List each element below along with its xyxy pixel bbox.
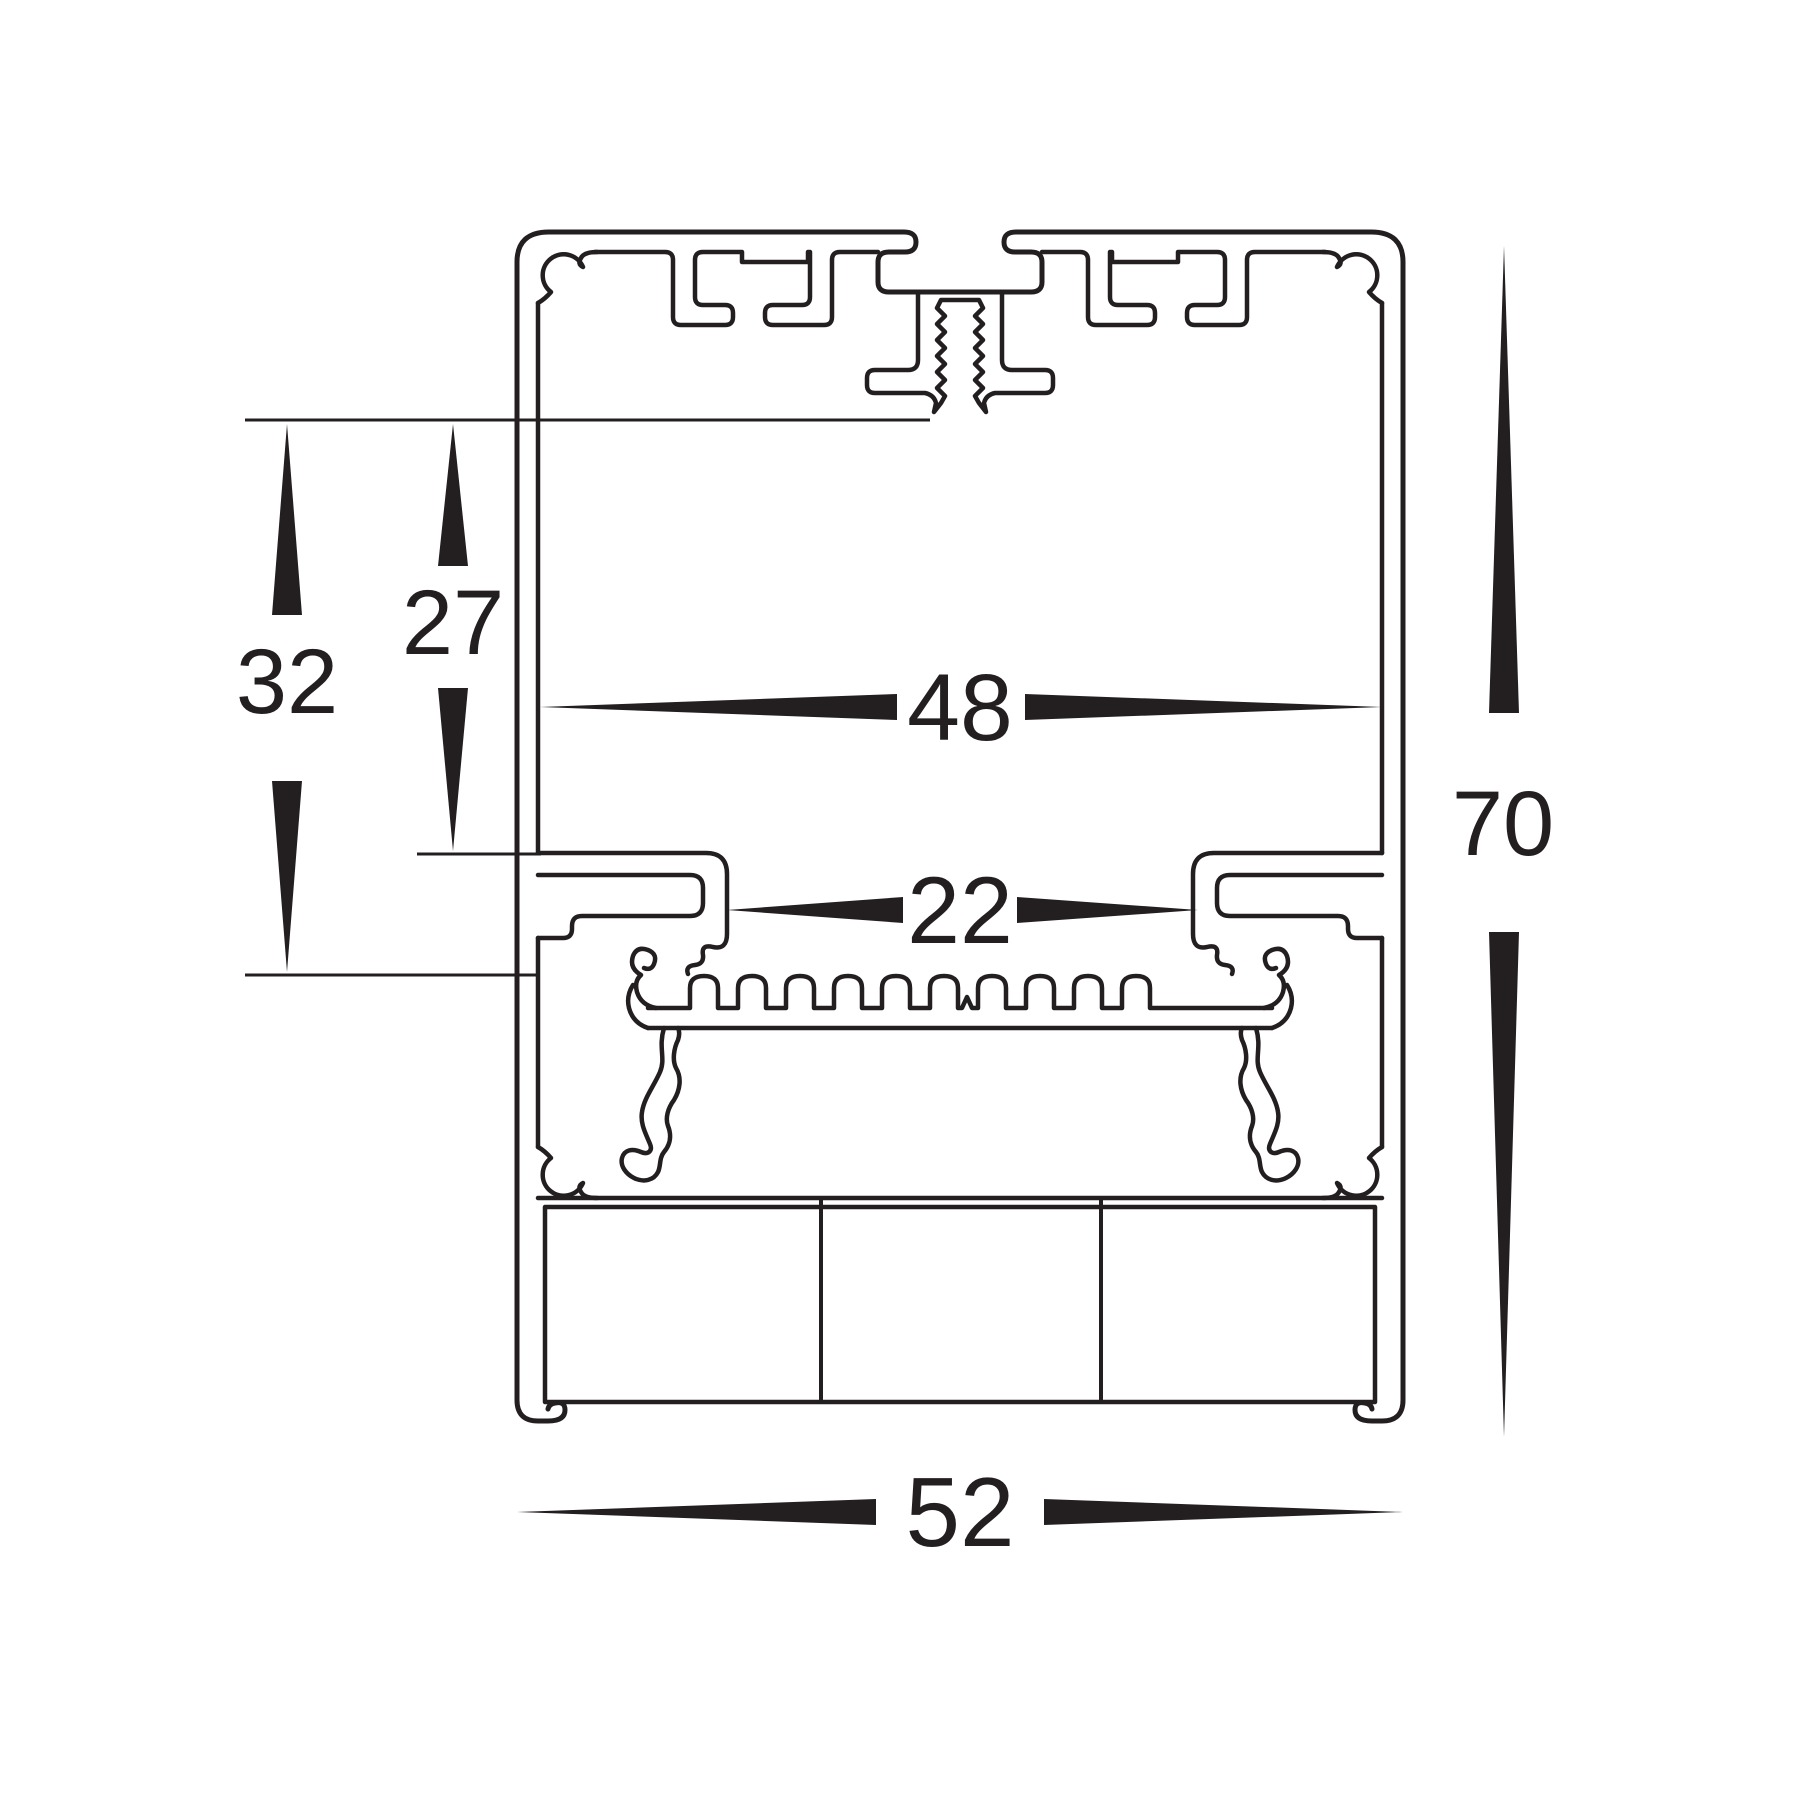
- arrow-48-left: [540, 694, 897, 720]
- arrow-22-right: [1017, 897, 1198, 923]
- screw-port-bottom-left: [535, 1144, 600, 1201]
- screw-port-bottom-right: [1320, 1144, 1385, 1201]
- extension-lines: [245, 418, 930, 977]
- led-plate-left-leg: [619, 1025, 682, 1183]
- screw-boss-threaded: [864, 289, 1056, 415]
- arrow-48-right: [1025, 694, 1382, 720]
- dim-label-outer-width: 52: [905, 1457, 1014, 1567]
- led-plate-right-clip: [1261, 946, 1295, 1031]
- arrow-27-up: [438, 424, 468, 566]
- screw-port-top-right: [1320, 249, 1385, 306]
- dim-label-outer-height: 70: [1452, 773, 1554, 875]
- dimension-annotations: 32 27 48 22 70 52: [236, 246, 1554, 1567]
- arrow-70-down: [1489, 932, 1519, 1437]
- dim-label-channel-width: 22: [907, 858, 1013, 964]
- arrow-22-left: [727, 897, 903, 923]
- right-pocket: [1190, 850, 1385, 977]
- arrow-52-right: [1044, 1499, 1403, 1525]
- screw-port-top-left: [535, 249, 600, 306]
- led-plate-fins: [645, 973, 1275, 1031]
- dim-label-depth-to-channel: 27: [402, 572, 504, 674]
- dim-label-inner-width: 48: [907, 655, 1013, 761]
- top-right-tslot-ribs: [1039, 249, 1328, 328]
- top-left-tslot-ribs: [592, 249, 881, 328]
- arrow-70-up: [1489, 246, 1519, 713]
- dim-label-depth-to-plate: 32: [236, 631, 338, 733]
- led-plate-left-clip: [625, 946, 659, 1031]
- arrow-32-down: [272, 781, 302, 972]
- dimension-arrows: [272, 246, 1519, 1525]
- profile-geometry: [514, 229, 1406, 1424]
- arrow-52-left: [517, 1499, 876, 1525]
- diffuser-box: [535, 1195, 1385, 1405]
- left-pocket: [535, 850, 730, 977]
- arrow-27-down: [438, 688, 468, 851]
- arrow-32-up: [272, 424, 302, 615]
- led-plate-right-leg: [1238, 1025, 1301, 1183]
